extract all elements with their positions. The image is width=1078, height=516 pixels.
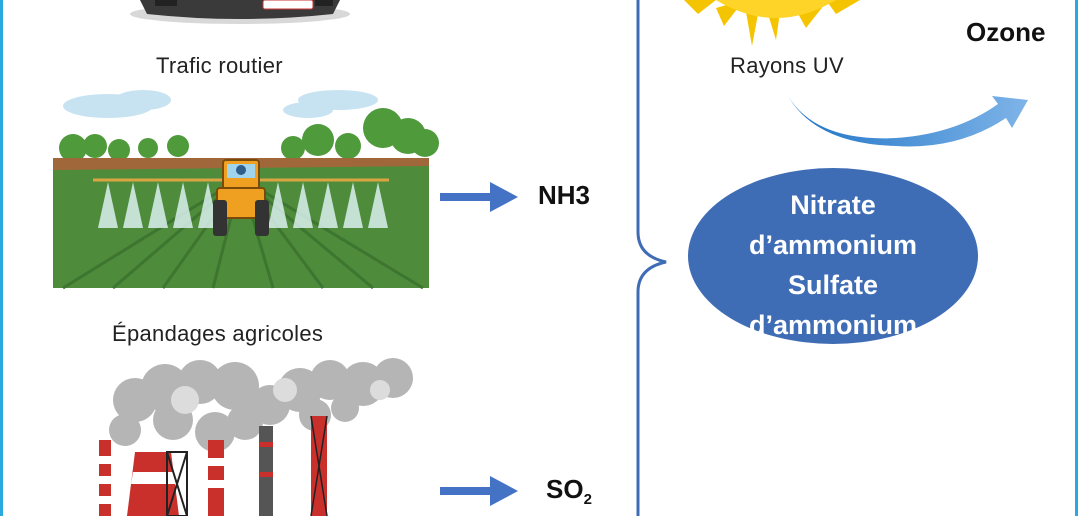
- product-line-4: d’ammonium: [748, 310, 917, 340]
- so2-label: SO2: [546, 474, 592, 508]
- products-oval: [688, 168, 978, 344]
- nh3-label: NH3: [538, 180, 591, 210]
- product-line-2: d’ammonium: [748, 230, 917, 260]
- uv-label: Rayons UV: [730, 53, 844, 78]
- product-line-1: Nitrate: [790, 190, 876, 220]
- curly-brace: [636, 0, 667, 516]
- tractor-field-illustration: [53, 88, 439, 290]
- ozone-label: Ozone: [966, 17, 1046, 47]
- factory-illustration: [99, 358, 413, 516]
- sun-icon: [684, 0, 860, 46]
- agri-label: Épandages agricoles: [112, 321, 324, 346]
- traffic-label: Trafic routier: [156, 53, 283, 78]
- frame-left-border: [0, 0, 3, 516]
- so2-arrow-icon: [440, 476, 518, 506]
- frame-right-border: [1075, 0, 1078, 516]
- nh3-arrow-icon: [440, 182, 518, 212]
- products-text: Nitrate d’ammonium Sulfate d’ammonium: [688, 185, 978, 345]
- curved-arrow-icon: [788, 96, 1028, 147]
- so2-base: SO: [546, 474, 584, 504]
- car-illustration: [130, 0, 350, 24]
- product-line-3: Sulfate: [787, 270, 879, 300]
- so2-subscript: 2: [583, 491, 592, 509]
